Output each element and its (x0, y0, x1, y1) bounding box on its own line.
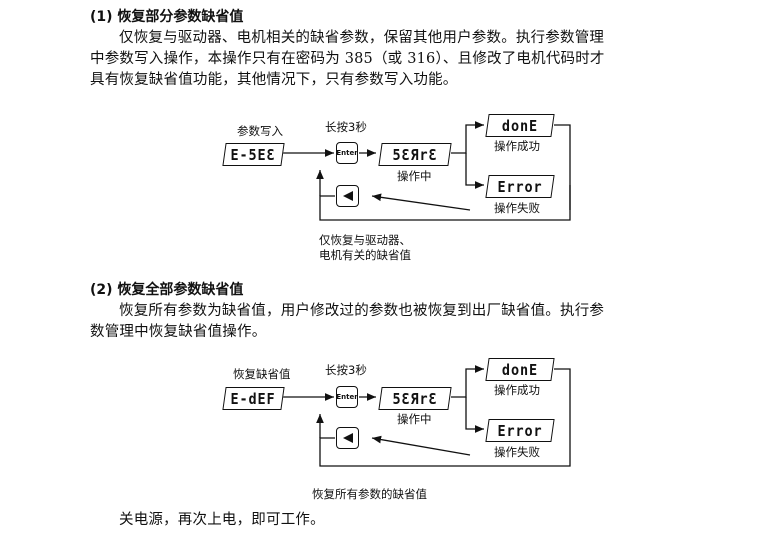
diagram2-done-display: donE (485, 358, 555, 381)
diagram2-top-label: 恢复缺省值 (233, 367, 291, 381)
diagram2-running-label: 操作中 (397, 412, 432, 426)
diagram1-caption-line2: 电机有关的缺省值 (319, 248, 411, 262)
diagram2-back-button[interactable] (336, 427, 359, 449)
section2-line1: 恢复所有参数为缺省值，用户修改过的参数也被恢复到出厂缺省值。执行参 (119, 303, 605, 319)
diagram2-error-label: 操作失败 (494, 445, 540, 459)
diagram1-press-label: 长按3秒 (325, 120, 367, 134)
diagram1-error-label: 操作失败 (494, 201, 540, 215)
diagram2-mode-display: E-dEF (222, 387, 285, 410)
diagram1-error-display: Error (485, 175, 555, 198)
diagram2-press-label: 长按3秒 (325, 363, 367, 377)
diagram1-done-display: donE (485, 114, 555, 137)
diagram1-caption: 仅恢复与驱动器、 电机有关的缺省值 (319, 233, 411, 263)
section1-heading: (1) 恢复部分参数缺省值 (90, 9, 244, 25)
section1-paragraph: 仅恢复与驱动器、电机相关的缺省参数，保留其他用户参数。执行参数管理 中参数写入操… (90, 28, 710, 91)
diagram2-done-label: 操作成功 (494, 383, 540, 397)
diagram1-mode-display: E-5EƐ (222, 143, 285, 166)
diagram1-done-label: 操作成功 (494, 139, 540, 153)
diagram2-error-display: Error (485, 419, 555, 442)
section1-line1: 仅恢复与驱动器、电机相关的缺省参数，保留其他用户参数。执行参数管理 (119, 30, 605, 46)
left-triangle-icon (342, 191, 353, 201)
left-triangle-icon (342, 433, 353, 443)
diagram2-enter-key[interactable]: Enter (336, 386, 358, 408)
diagram1-top-label: 参数写入 (237, 124, 283, 138)
diagram2-start-display: 5ƐЯrƐ (378, 387, 452, 410)
footer-text: 关电源，再次上电，即可工作。 (119, 512, 325, 528)
diagram1-caption-line1: 仅恢复与驱动器、 (319, 233, 411, 247)
section1-line3: 具有恢复缺省值功能，其他情况下，只有参数写入功能。 (90, 72, 458, 88)
section1-line2: 中参数写入操作，本操作只有在密码为 385（或 316）、且修改了电机代码时才 (90, 51, 605, 67)
section2-heading: (2) 恢复全部参数缺省值 (90, 282, 244, 298)
section2-paragraph: 恢复所有参数为缺省值，用户修改过的参数也被恢复到出厂缺省值。执行参 数管理中恢复… (90, 301, 710, 343)
section2-line2: 数管理中恢复缺省值操作。 (90, 324, 267, 340)
diagram2-caption: 恢复所有参数的缺省值 (312, 487, 427, 501)
diagram1-enter-key[interactable]: Enter (336, 142, 358, 164)
diagram1-running-label: 操作中 (397, 169, 432, 183)
diagram1-back-button[interactable] (336, 185, 359, 207)
diagram1-start-display: 5ƐЯrƐ (378, 143, 452, 166)
